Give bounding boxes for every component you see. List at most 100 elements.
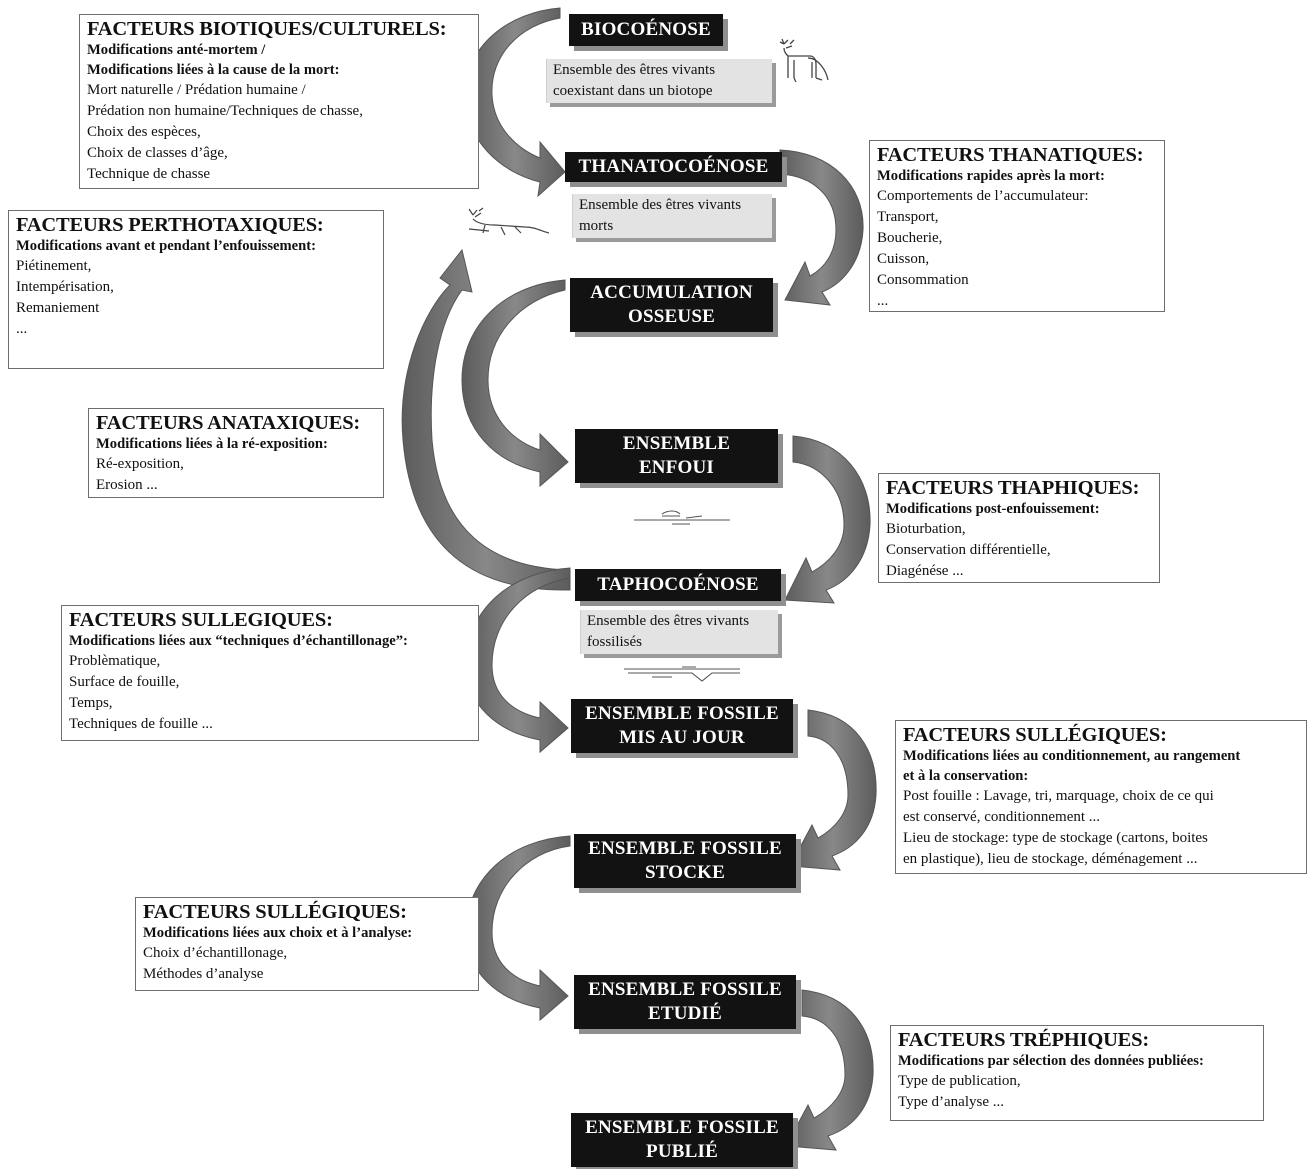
arrow-enfoui-taphocoenose [784, 435, 871, 604]
arrow-biocoenose-thanatocoenose [464, 7, 566, 198]
factor-item: Post fouille : Lavage, tri, marquage, ch… [903, 788, 1214, 804]
factor-biotiques-culturels: FACTEURS BIOTIQUES/CULTURELS: Modificati… [79, 14, 479, 189]
factor-item: Prédation non humaine/Techniques de chas… [87, 103, 363, 119]
stage-label: ACCUMULATION [590, 282, 753, 303]
desc-biocoenose: Ensemble des êtres vivants coexistant da… [546, 59, 772, 103]
factor-item: ... [877, 293, 889, 309]
factor-subtitle: Modifications par sélection des données … [898, 1053, 1204, 1069]
factor-subtitle: Modifications liées au conditionnement, … [903, 748, 1241, 764]
desc-line: Ensemble des êtres vivants [579, 197, 742, 213]
factor-item: Erosion ... [96, 477, 158, 493]
factor-item: Mort naturelle / Prédation humaine / [87, 82, 306, 98]
factor-item: Choix d’échantillonage, [143, 945, 288, 961]
stage-label: ENSEMBLE FOSSILE [585, 1117, 779, 1138]
factor-item: Consommation [877, 272, 969, 288]
desc-line: Ensemble des êtres vivants [587, 613, 750, 629]
stage-ensemble-fossile-mis-au-jour: ENSEMBLE FOSSILE MIS AU JOUR [571, 699, 793, 753]
arrow-misaujour-stocke [789, 709, 877, 871]
stage-ensemble-fossile-publie: ENSEMBLE FOSSILE PUBLIÉ [571, 1113, 793, 1167]
stage-label: ENFOUI [638, 457, 715, 478]
factor-item: Diagénése ... [886, 563, 964, 579]
stage-ensemble-fossile-etudie: ENSEMBLE FOSSILE ETUDIÉ [574, 975, 796, 1029]
factor-item: Bioturbation, [886, 521, 966, 537]
factor-item: Surface de fouille, [69, 674, 180, 690]
stage-label: BIOCOÉNOSE [581, 19, 711, 40]
factor-item: Lieu de stockage: type de stockage (cart… [903, 830, 1208, 846]
desc-thanatocoenose: Ensemble des êtres vivants morts [572, 194, 772, 238]
factor-subtitle: Modifications anté-mortem / [87, 42, 266, 58]
factor-item: Choix de classes d’âge, [87, 145, 228, 161]
arrow-reexposition [401, 248, 571, 591]
factor-item: Techniques de fouille ... [69, 716, 213, 732]
factor-subtitle: Modifications rapides après la mort: [877, 168, 1105, 184]
stage-accumulation-osseuse: ACCUMULATION OSSEUSE [570, 278, 773, 332]
factor-anataxiques: FACTEURS ANATAXIQUES: Modifications liée… [88, 408, 384, 498]
factor-title: FACTEURS TRÉPHIQUES: [898, 1029, 1149, 1051]
desc-line: coexistant dans un biotope [553, 83, 713, 99]
factor-item: est conservé, conditionnement ... [903, 809, 1101, 825]
arrow-stocke-etudie [465, 835, 571, 1022]
factor-item: Type d’analyse ... [898, 1094, 1004, 1110]
factor-item: Technique de chasse [87, 166, 211, 182]
factor-subtitle: Modifications liées à la ré-exposition: [96, 436, 328, 452]
stage-ensemble-enfoui: ENSEMBLE ENFOUI [575, 429, 778, 483]
stage-label: TAPHOCOÉNOSE [597, 574, 759, 595]
stage-thanatocoenose: THANATOCOÉNOSE [565, 152, 782, 182]
factor-item: Intempérisation, [16, 279, 114, 295]
stage-label: THANATOCOÉNOSE [578, 156, 769, 177]
factor-subtitle: Modifications post-enfouissement: [886, 501, 1100, 517]
factor-thaphiques: FACTEURS THAPHIQUES: Modifications post-… [878, 473, 1160, 583]
factor-item: Temps, [69, 695, 113, 711]
factor-item: Conservation différentielle, [886, 542, 1051, 558]
dead-deer-icon [468, 207, 550, 236]
factor-item: en plastique), lieu de stockage, déménag… [903, 851, 1198, 867]
factor-perthotaxiques: FACTEURS PERTHOTAXIQUES: Modifications a… [8, 210, 384, 369]
factor-subtitle: et à la conservation: [903, 768, 1029, 784]
factor-item: ... [16, 321, 28, 337]
factor-item: Cuisson, [877, 251, 930, 267]
factor-subtitle: Modifications liées aux choix et à l’ana… [143, 925, 413, 941]
factor-thanatiques: FACTEURS THANATIQUES: Modifications rapi… [869, 140, 1165, 312]
factor-item: Boucherie, [877, 230, 943, 246]
factor-title: FACTEURS PERTHOTAXIQUES: [16, 214, 324, 236]
factor-subtitle: Modifications liées aux “techniques d’éc… [69, 633, 408, 649]
factor-item: Problèmatique, [69, 653, 161, 669]
factor-item: Piétinement, [16, 258, 92, 274]
arrow-etudie-publie [785, 989, 874, 1151]
factor-title: FACTEURS SULLÉGIQUES: [143, 901, 407, 923]
factor-title: FACTEURS THAPHIQUES: [886, 477, 1140, 499]
factor-title: FACTEURS SULLEGIQUES: [69, 609, 333, 631]
stage-label: ENSEMBLE FOSSILE [588, 979, 782, 1000]
arrow-thanatocoenose-accumulation [779, 149, 864, 306]
factor-item: Transport, [877, 209, 939, 225]
factor-item: Type de publication, [898, 1073, 1021, 1089]
stage-label: ENSEMBLE FOSSILE [588, 838, 782, 859]
factor-sullegiques-echantillonage: FACTEURS SULLEGIQUES: Modifications liée… [61, 605, 479, 741]
desc-line: fossilisés [587, 634, 643, 650]
stage-label: PUBLIÉ [646, 1141, 718, 1162]
stage-label: ETUDIÉ [647, 1003, 723, 1024]
desc-line: morts [579, 218, 614, 234]
factor-item: Comportements de l’accumulateur: [877, 188, 1089, 204]
fossil-layer-sketch [624, 666, 740, 682]
arrow-taphocoenose-misaujour [465, 567, 571, 754]
factor-subtitle: Modifications liées à la cause de la mor… [87, 62, 340, 78]
factor-item: Méthodes d’analyse [143, 966, 264, 982]
arrow-accumulation-enfoui [461, 279, 569, 488]
buried-bones-sketch [634, 510, 730, 525]
stage-label: OSSEUSE [628, 306, 715, 327]
factor-item: Remaniement [16, 300, 100, 316]
factor-sullegiques-analyse: FACTEURS SULLÉGIQUES: Modifications liée… [135, 897, 479, 991]
factor-subtitle: Modifications avant et pendant l’enfouis… [16, 238, 316, 254]
factor-sullegiques-conditionnement: FACTEURS SULLÉGIQUES: Modifications liée… [895, 720, 1307, 874]
factor-title: FACTEURS SULLÉGIQUES: [903, 724, 1167, 746]
stage-taphocoenose: TAPHOCOÉNOSE [575, 569, 781, 601]
factor-trephiques: FACTEURS TRÉPHIQUES: Modifications par s… [890, 1025, 1264, 1121]
desc-taphocoenose: Ensemble des êtres vivants fossilisés [580, 610, 778, 654]
factor-title: FACTEURS THANATIQUES: [877, 144, 1144, 166]
factor-title: FACTEURS ANATAXIQUES: [96, 412, 361, 434]
stage-label: ENSEMBLE [622, 433, 731, 454]
desc-line: Ensemble des êtres vivants [553, 62, 716, 78]
stage-biocoenose: BIOCOÉNOSE [569, 14, 723, 46]
